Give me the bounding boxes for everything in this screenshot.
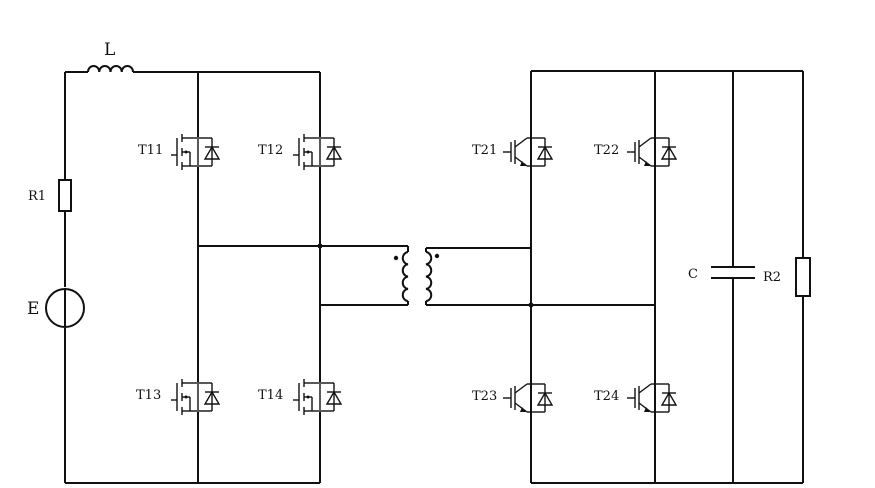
primary-side-wiring [64,71,408,484]
capacitor-C: C [688,266,755,282]
label-T12: T12 [258,143,283,158]
voltage-source-E: E [27,288,85,328]
switch-T22: T22 [594,137,677,167]
switch-T23: T23 [472,383,553,413]
label-C: C [688,267,698,282]
secondary-dot [434,253,440,259]
label-T23: T23 [472,389,497,404]
resistor-R2: R2 [763,257,811,297]
label-T11: T11 [138,143,163,158]
label-T24: T24 [594,389,619,404]
inductor-L: L [87,40,134,73]
label-T13: T13 [136,388,161,403]
switch-T13: T13 [136,374,220,420]
switch-T12: T12 [258,129,342,175]
switch-T11: T11 [138,129,220,175]
resistor-R1: R1 [28,179,72,212]
switch-T14: T14 [258,374,342,420]
label-T22: T22 [594,143,619,158]
transformer [393,246,440,305]
label-R1: R1 [28,189,46,204]
primary-dot [393,255,399,261]
label-T21: T21 [472,143,497,158]
label-T14: T14 [258,388,283,403]
label-E: E [27,299,39,319]
switch-T21: T21 [472,137,553,167]
label-L: L [104,40,115,60]
label-R2: R2 [763,270,781,285]
secondary-side-wiring [426,70,804,484]
switch-T24: T24 [594,383,677,413]
